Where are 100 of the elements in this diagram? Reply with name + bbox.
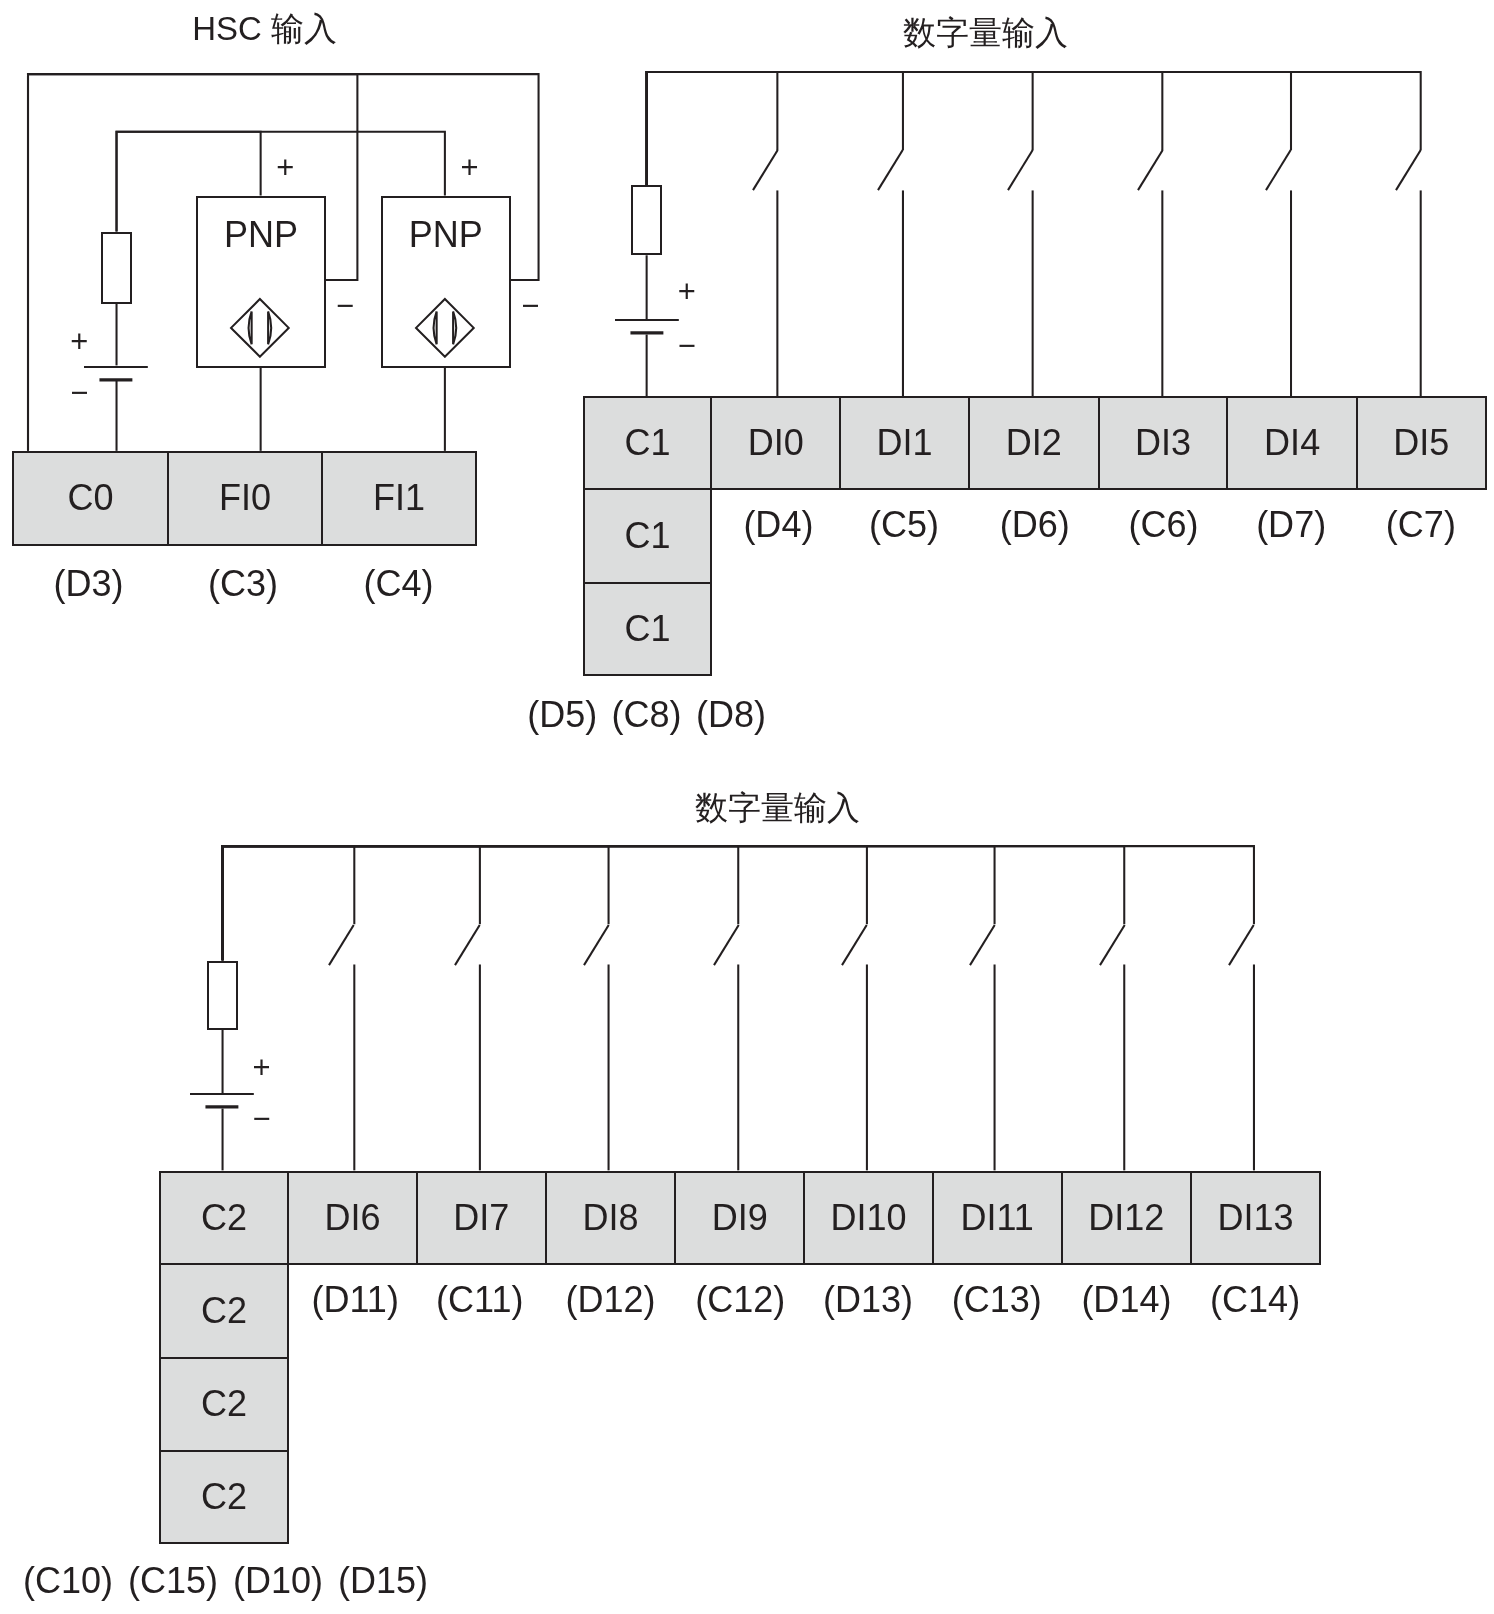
terminal-designation: (D5): [526, 694, 599, 735]
terminal-block: [321, 450, 477, 546]
wire: [776, 190, 779, 397]
terminal-designation: (C3): [206, 563, 279, 604]
terminal-designation: (D7): [1255, 505, 1328, 545]
switch-symbol: [455, 924, 480, 965]
terminal-name: DI6: [323, 1198, 382, 1238]
polarity-sign: −: [251, 1102, 272, 1137]
switch-symbol: [1396, 150, 1421, 191]
terminal-designation: (C5): [868, 505, 940, 545]
polarity-sign: +: [459, 150, 480, 185]
wire: [1031, 190, 1034, 397]
terminal-name: DI12: [1087, 1198, 1166, 1238]
wire: [478, 964, 481, 1171]
sensor-type: PNP: [407, 215, 484, 255]
terminal-name: C2: [199, 1198, 248, 1238]
wire: [737, 964, 740, 1171]
terminal-block: [1190, 1170, 1321, 1266]
switch-symbol: [1266, 150, 1292, 191]
fuse-symbol: [100, 231, 132, 304]
terminal-name: DI9: [710, 1198, 769, 1238]
terminal-block: [1060, 1170, 1193, 1266]
wire: [353, 964, 356, 1171]
section-title: 数字量输入: [693, 790, 861, 827]
terminal-designation: (C12): [694, 1279, 787, 1320]
terminal-designation: (C10): [21, 1560, 114, 1601]
wire: [221, 1029, 224, 1094]
terminal-designation: (D6): [998, 505, 1071, 545]
terminal-designation: (D8): [695, 694, 768, 735]
wire: [115, 130, 446, 232]
polarity-sign: −: [520, 288, 541, 323]
terminal-name: DI13: [1216, 1198, 1295, 1238]
terminal-designation: (C14): [1209, 1279, 1302, 1320]
switch-symbol: [713, 924, 739, 965]
polarity-sign: −: [69, 376, 90, 411]
wire: [1252, 964, 1255, 1171]
polarity-sign: +: [676, 275, 697, 310]
terminal-block: [967, 396, 1100, 491]
terminal-designation: (C8): [610, 694, 683, 735]
switch-symbol: [752, 150, 778, 191]
terminal-name: C1: [623, 516, 672, 556]
terminal-block: [582, 396, 713, 491]
sensor-box: [195, 195, 327, 368]
battery-symbol: [614, 319, 679, 335]
polarity-sign: −: [676, 328, 697, 363]
wire: [221, 1108, 224, 1171]
wire: [1289, 190, 1293, 397]
switch-symbol: [842, 924, 867, 965]
terminal-block: [12, 450, 169, 546]
terminal-name: DI11: [959, 1198, 1035, 1238]
switch-symbol: [1008, 150, 1033, 191]
wire: [259, 365, 262, 451]
wire: [115, 303, 118, 366]
switch-symbol: [583, 924, 609, 965]
wire: [993, 964, 996, 1171]
terminal-name: DI0: [746, 423, 805, 464]
terminal-block: [803, 1170, 934, 1266]
terminal-name: DI7: [452, 1198, 511, 1238]
switch-symbol: [969, 924, 995, 965]
wire: [27, 73, 540, 451]
terminal-block: [544, 1170, 677, 1266]
battery-symbol: [190, 1093, 255, 1109]
polarity-sign: +: [69, 324, 90, 359]
terminal-block: [839, 396, 970, 491]
switch-symbol: [1099, 924, 1125, 965]
terminal-name: C2: [199, 1477, 248, 1517]
terminal-designation: (C7): [1384, 505, 1457, 545]
terminal-name: C1: [623, 423, 672, 464]
wire: [1419, 190, 1422, 397]
terminal-block: [158, 1357, 290, 1452]
terminal-name: DI5: [1392, 423, 1451, 464]
terminal-name: DI1: [875, 423, 934, 464]
wire: [645, 255, 648, 320]
polarity-sign: −: [334, 288, 355, 323]
sensor-box: [380, 195, 511, 368]
terminal-name: C1: [623, 609, 672, 649]
terminal-block: [287, 1170, 418, 1266]
wire: [865, 964, 868, 1171]
fuse-symbol: [631, 185, 663, 256]
terminal-name: DI10: [829, 1198, 908, 1238]
terminal-block: [158, 1449, 290, 1545]
wire: [901, 190, 904, 397]
switch-symbol: [329, 924, 355, 965]
terminal-name: C2: [199, 1291, 248, 1331]
terminal-designation: (D3): [52, 563, 125, 604]
terminal-designation: (D10): [231, 1560, 324, 1601]
terminal-designation: (C11): [435, 1279, 525, 1320]
terminal-name: DI8: [581, 1198, 640, 1238]
terminal-block: [1356, 396, 1487, 491]
terminal-designation: (C15): [126, 1560, 219, 1601]
terminal-designation: (D13): [821, 1279, 914, 1320]
switch-symbol: [1137, 150, 1163, 191]
fuse-symbol: [206, 960, 238, 1030]
battery-symbol: [84, 365, 149, 381]
wire: [1123, 964, 1126, 1171]
terminal-block: [710, 396, 842, 491]
terminal-name: DI3: [1133, 423, 1192, 464]
terminal-block: [582, 488, 713, 584]
terminal-block: [158, 1170, 290, 1266]
terminal-block: [158, 1263, 290, 1360]
